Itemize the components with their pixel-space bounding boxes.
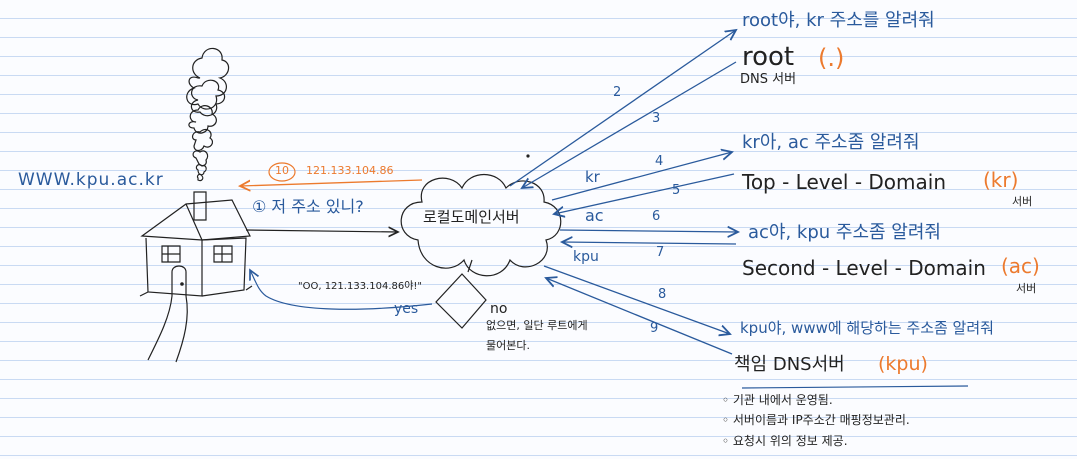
arrow-2	[509, 30, 736, 187]
smoke-puff-3	[188, 105, 217, 134]
answer-arrow	[240, 162, 423, 186]
answer-step-number: 10	[275, 164, 289, 177]
decision-diamond	[435, 259, 487, 329]
no-note-line-1: 없으면, 일단 루트에게	[486, 319, 588, 332]
yes-quote: "OO, 121.133.104.86야!"	[298, 281, 423, 292]
local-dns-cloud	[400, 174, 562, 277]
arrow-5	[554, 173, 735, 214]
auth-note-1: ◦ 기관 내에서 운영됨.	[722, 393, 833, 407]
arrow-label-kpu: kpu	[573, 249, 599, 265]
arrow-4	[551, 152, 732, 201]
target-url: WWW.kpu.ac.kr	[18, 170, 164, 190]
sld-tag: (ac)	[1001, 254, 1040, 278]
auth-tag: (kpu)	[878, 353, 928, 375]
step-4: 4	[655, 154, 664, 169]
arrow-label-ac: ac	[585, 206, 604, 225]
auth-note-2: ◦ 서버이름과 IP주소간 매핑정보관리.	[722, 413, 910, 427]
tld-tag: (kr)	[983, 168, 1019, 192]
arrow-9	[546, 278, 733, 355]
sld-name: Second - Level - Domain	[742, 256, 986, 280]
tld-name: Top - Level - Domain	[742, 170, 947, 194]
arrow-8	[543, 265, 730, 334]
root-name: root	[742, 42, 795, 72]
dns-query-arrows	[509, 30, 738, 355]
query-arrow	[245, 230, 398, 232]
smoke-puff-2	[190, 79, 226, 117]
no-note-line-2: 물어본다.	[486, 339, 530, 352]
sld-request: ac야, kpu 주소좀 알려줘	[748, 222, 941, 243]
step-8: 8	[658, 287, 667, 302]
tld-sub: 서버	[1012, 195, 1033, 208]
root-request: root야, kr 주소를 알려줘	[742, 10, 935, 31]
answer-ip: 121.133.104.86	[306, 164, 394, 177]
step-6: 6	[652, 209, 661, 224]
yes-label: yes	[394, 301, 419, 317]
arrow-3	[522, 61, 737, 188]
step-5: 5	[672, 183, 681, 198]
step-3: 3	[652, 111, 661, 126]
step-7: 7	[656, 245, 665, 260]
sld-sub: 서버	[1016, 282, 1037, 295]
tld-request: kr아, ac 주소좀 알려줘	[742, 132, 920, 153]
auth-note-3: ◦ 요청시 위의 정보 제공.	[722, 434, 848, 448]
auth-request: kpu야, www에 해당하는 주소좀 알려줘	[740, 319, 994, 337]
arrow-7	[562, 242, 737, 244]
step-9: 9	[650, 321, 659, 336]
query-text: ① 저 주소 있니?	[252, 197, 364, 216]
no-label: no	[490, 301, 508, 317]
root-dot: (.)	[818, 44, 845, 72]
auth-name: 책임 DNS서버	[734, 354, 845, 375]
yes-arrow	[250, 270, 433, 310]
arrow-6	[559, 230, 738, 232]
client-house	[139, 47, 253, 363]
arrow-label-kr: kr	[585, 168, 600, 186]
root-sub: DNS 서버	[740, 72, 797, 87]
smoke-puff-1	[186, 47, 230, 110]
step-2: 2	[613, 85, 622, 100]
local-dns-label: 로컬도메인서버	[423, 208, 520, 226]
